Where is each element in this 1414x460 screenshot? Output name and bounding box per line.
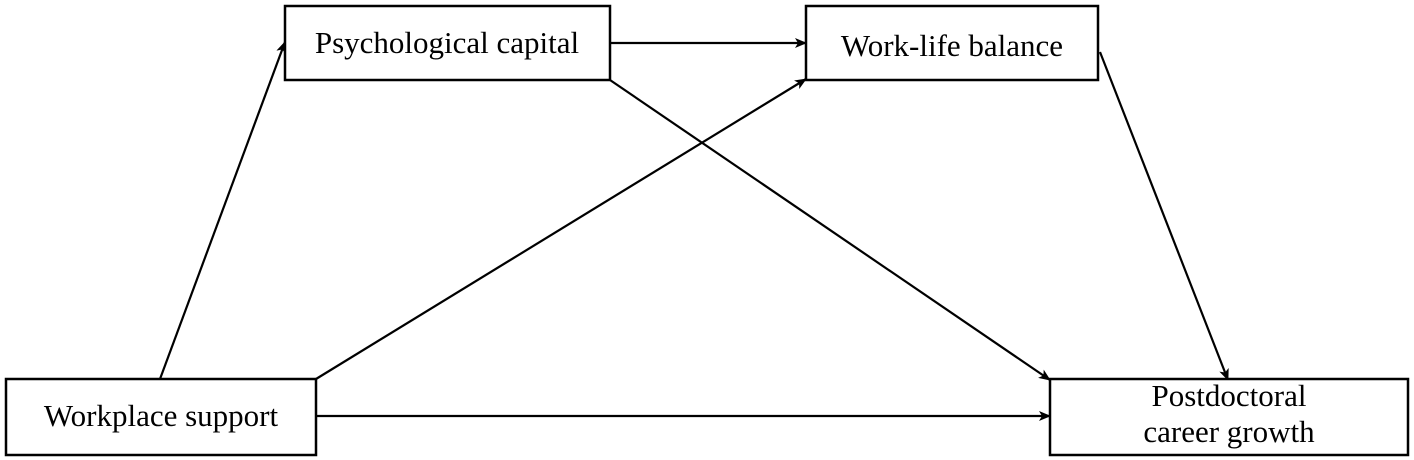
- node-workplace-support: Workplace support: [4, 377, 318, 457]
- edge-workplace-to-psychcap: [158, 41, 287, 380]
- node-label: Psychological capital: [315, 25, 579, 60]
- node-label-line-2: career growth: [1143, 414, 1315, 449]
- node-postdoctoral-career-growth: Postdoctoral career growth: [1048, 377, 1410, 457]
- edge-workplace-to-worklife: [315, 78, 807, 380]
- node-work-life-balance: Work-life balance: [804, 4, 1100, 82]
- node-box: [1048, 377, 1410, 457]
- node-box: [283, 4, 612, 82]
- node-box: [4, 377, 318, 457]
- node-box: [804, 4, 1100, 82]
- node-label: Workplace support: [44, 398, 279, 433]
- edge-psychcap-to-careergrowth: [609, 79, 1051, 381]
- node-label: Work-life balance: [841, 28, 1063, 63]
- node-label-line-1: Postdoctoral: [1152, 378, 1307, 413]
- edge-worklife-to-careergrowth: [1098, 51, 1230, 381]
- node-psychological-capital: Psychological capital: [283, 4, 612, 82]
